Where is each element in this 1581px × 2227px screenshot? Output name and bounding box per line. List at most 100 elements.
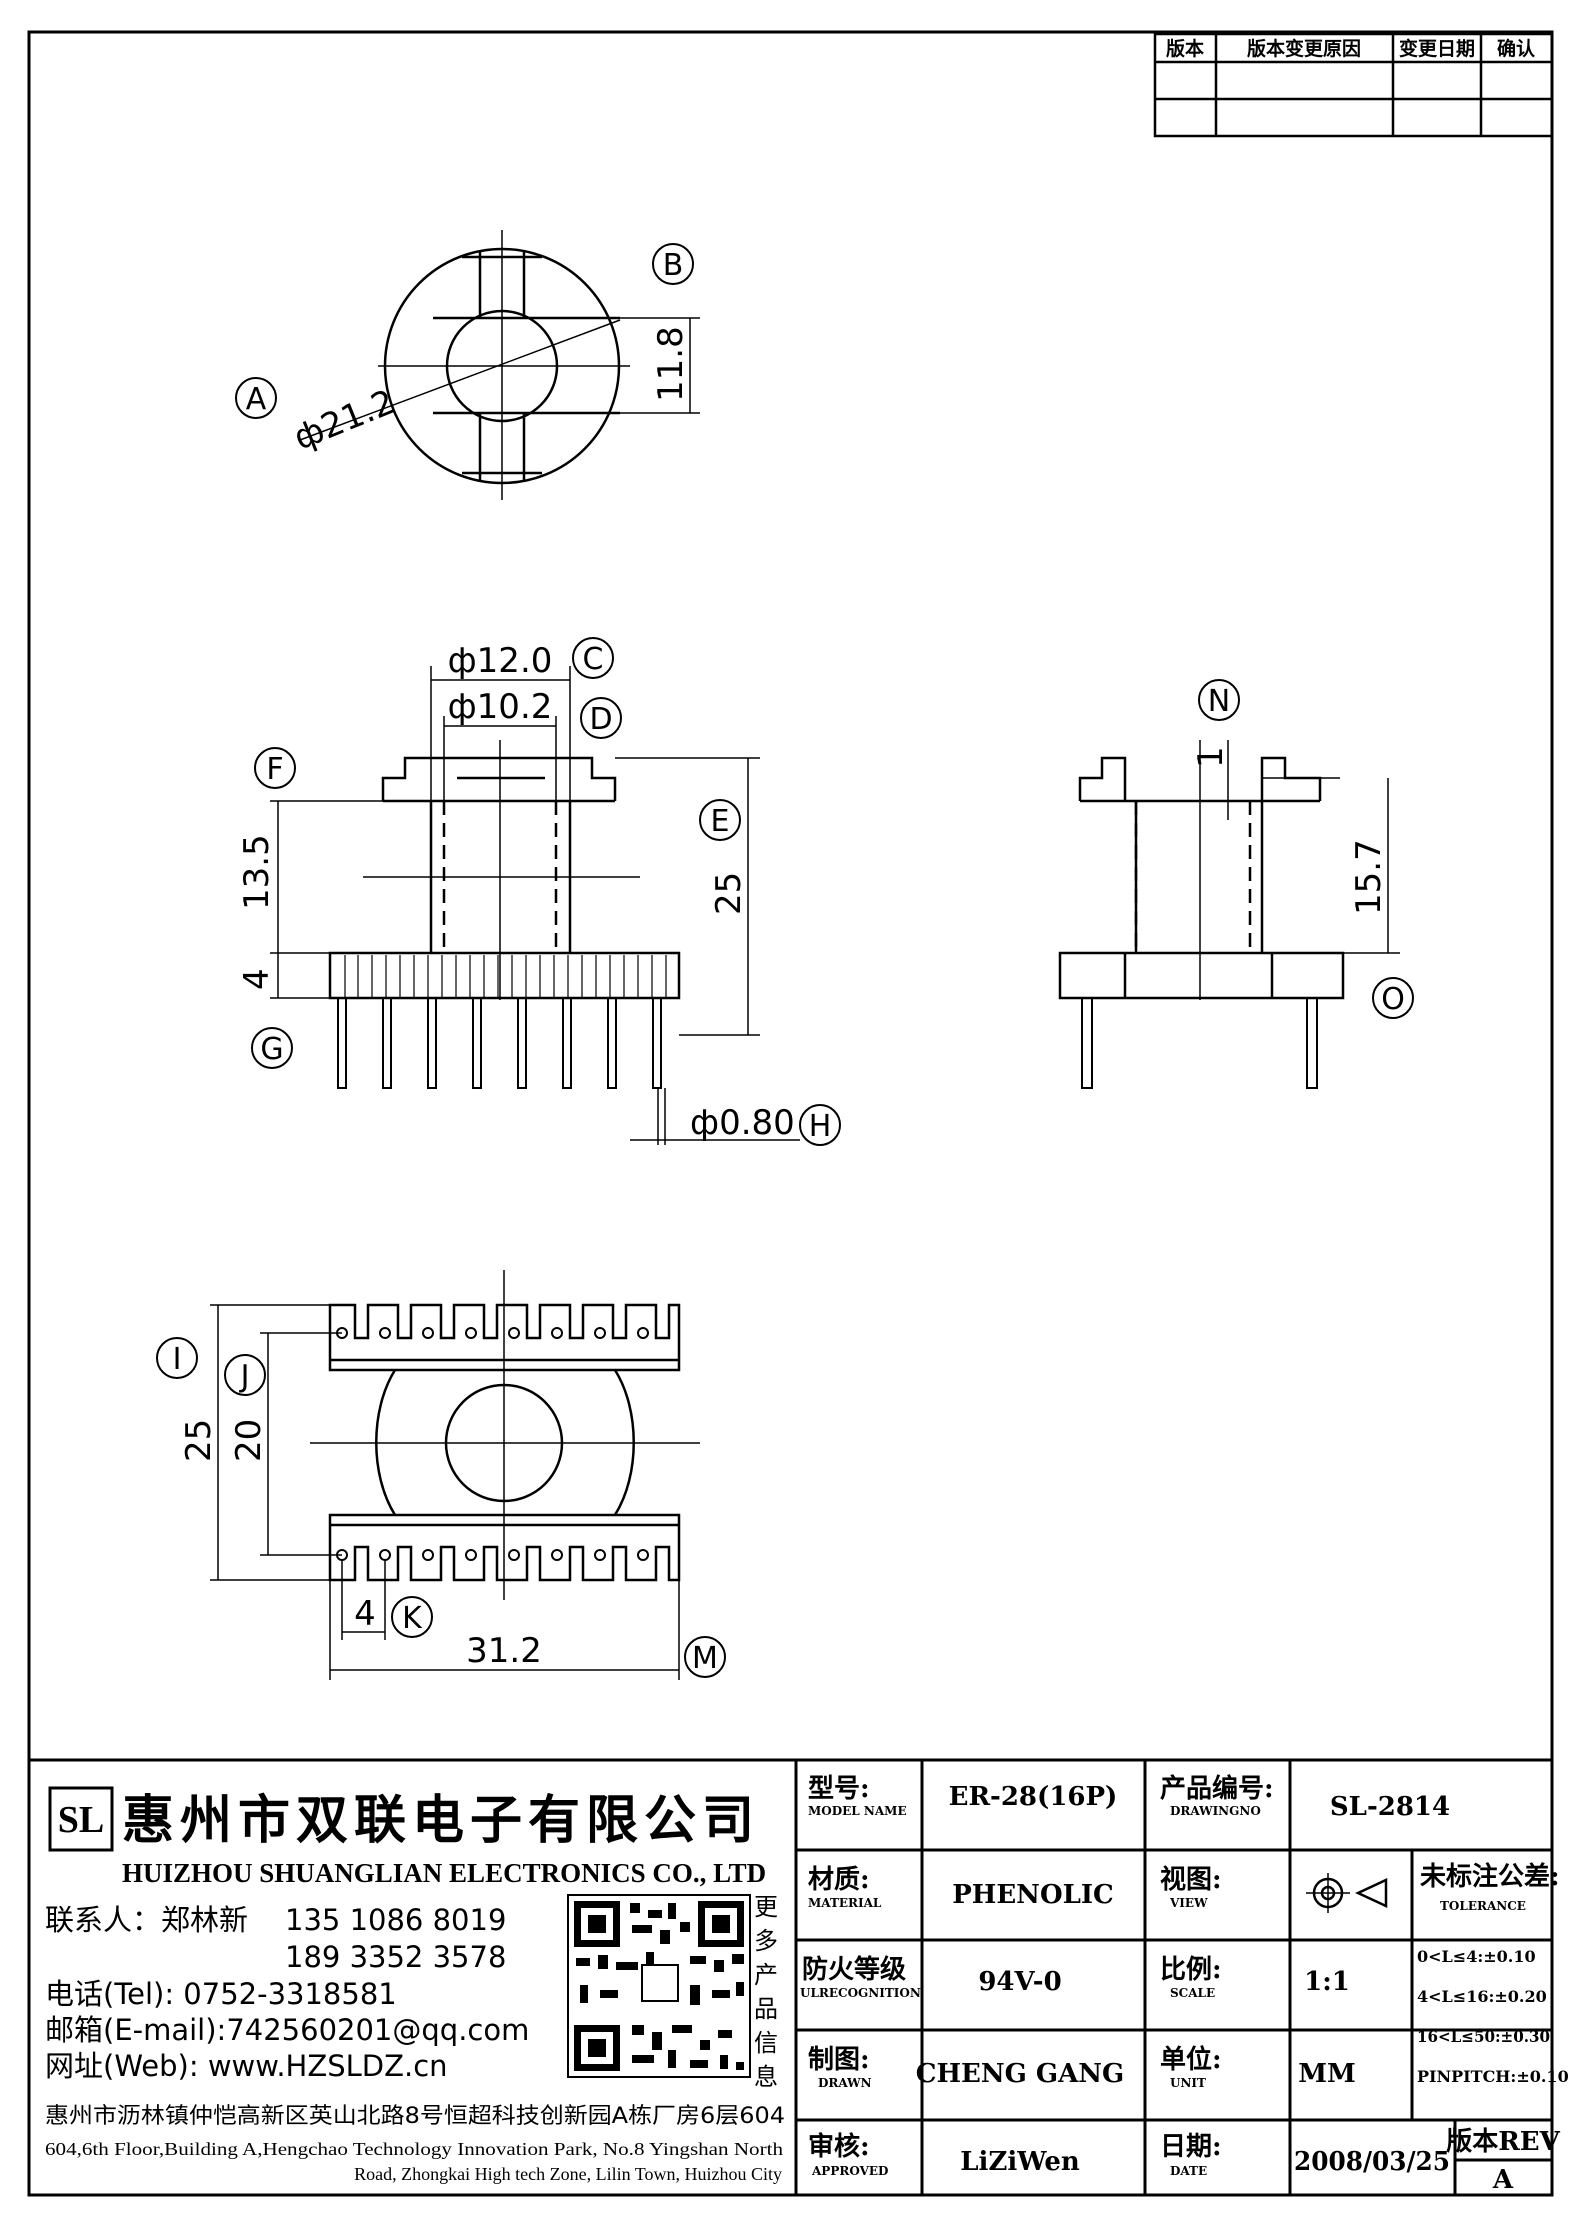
value-approved: LiZiWen	[960, 2147, 1080, 2177]
bubble-g: G	[251, 1027, 293, 1069]
dim-side-flange: 1	[1191, 746, 1231, 768]
label-drawn-en: DRAWN	[818, 2076, 872, 2090]
dim-bottom-pin-pitch: 4	[354, 1594, 376, 1634]
label-view-en: VIEW	[1169, 1896, 1208, 1910]
label-material: 材质:	[808, 1865, 870, 1895]
address-cn: 惠州市沥林镇仲恺高新区英山北路8号恒超科技创新园A栋厂房6层604	[45, 2104, 785, 2129]
sheet-border	[27, 30, 1554, 2197]
value-drawingno: SL-2814	[1330, 1792, 1450, 1822]
dim-side-height: 15.7	[1349, 839, 1389, 915]
tolerance-line-3: 16<L≤50:±0.30	[1417, 2027, 1550, 2046]
svg-text:更: 更	[754, 1893, 778, 1921]
label-drawn: 制图:	[808, 2045, 870, 2075]
company-name-cn: 惠州市双联电子有限公司	[122, 1791, 760, 1851]
value-scale: 1:1	[1304, 1967, 1350, 1997]
bubble-e: E	[699, 799, 741, 841]
bubble-b: B	[652, 243, 694, 285]
svg-text:A: A	[246, 382, 267, 417]
value-material: PHENOLIC	[952, 1880, 1113, 1910]
dim-front-pin-dia: ф0.80	[690, 1103, 795, 1143]
title-block-grid	[794, 1760, 1552, 2195]
label-model: 型号:	[808, 1774, 870, 1804]
value-revision: A	[1492, 2165, 1514, 2195]
svg-text:信: 信	[754, 2029, 778, 2057]
svg-text:多: 多	[754, 1927, 778, 1955]
side-view	[1058, 740, 1400, 1089]
address-en-line-2: Road, Zhongkai High tech Zone, Lilin Tow…	[354, 2164, 782, 2184]
rev-header-version: 版本	[1166, 37, 1204, 60]
svg-text:M: M	[692, 1641, 718, 1676]
rev-header-reason: 版本变更原因	[1247, 37, 1361, 60]
contact-tel: 电话(Tel): 0752-3318581	[45, 1977, 397, 2011]
label-unit-en: UNIT	[1170, 2076, 1206, 2090]
dim-front-outer-dia: ф12.0	[448, 641, 553, 681]
label-tolerance: 未标注公差:	[1420, 1861, 1560, 1892]
svg-text:G: G	[260, 1032, 283, 1067]
svg-text:J: J	[239, 1359, 250, 1394]
label-view: 视图:	[1160, 1865, 1222, 1895]
label-scale: 比例:	[1160, 1955, 1222, 1985]
svg-text:品: 品	[754, 1995, 778, 2023]
bubble-d: D	[580, 697, 622, 739]
label-scale-en: SCALE	[1170, 1986, 1215, 2000]
dim-top-height: 11.8	[651, 326, 691, 402]
dim-bottom-outer-width: 25	[179, 1419, 219, 1462]
label-approved: 审核:	[808, 2131, 870, 2162]
rev-header-confirm: 确认	[1497, 37, 1535, 60]
bubble-f: F	[254, 747, 296, 789]
label-unit: 单位:	[1160, 2044, 1222, 2075]
label-model-en: MODEL NAME	[808, 1804, 907, 1818]
contact-person: 联系人：郑林新	[45, 1903, 248, 1937]
svg-text:O: O	[1381, 982, 1405, 1017]
label-date-en: DATE	[1170, 2164, 1207, 2178]
front-view	[270, 666, 800, 1145]
contact-phone-1: 135 1086 8019	[285, 1903, 506, 1937]
svg-text:H: H	[809, 1109, 832, 1144]
svg-text:N: N	[1208, 684, 1230, 719]
revision-table	[1153, 32, 1554, 138]
label-drawingno: 产品编号:	[1160, 1773, 1274, 1804]
svg-text:C: C	[583, 642, 604, 677]
tolerance-line-4: PINPITCH:±0.10	[1417, 2067, 1569, 2086]
svg-text:E: E	[711, 804, 730, 839]
value-unit: MM	[1298, 2059, 1356, 2089]
label-fire-rating-en: ULRECOGNITION	[800, 1986, 921, 2000]
rev-header-date: 变更日期	[1399, 37, 1475, 60]
bubble-a: A	[235, 377, 277, 419]
label-tolerance-en: TOLERANCE	[1440, 1899, 1526, 1913]
dim-bottom-row-spacing: 20	[229, 1419, 269, 1462]
bubble-k: K	[391, 1596, 433, 1638]
label-drawingno-en: DRAWINGNO	[1170, 1804, 1261, 1818]
label-revision: 版本REV	[1445, 2127, 1560, 2157]
label-approved-en: APPROVED	[811, 2164, 888, 2178]
bottom-view	[210, 1270, 700, 1680]
svg-text:F: F	[266, 752, 283, 787]
top-view	[299, 230, 700, 500]
bubble-n: N	[1198, 679, 1240, 721]
company-name-en: HUIZHOU SHUANGLIAN ELECTRONICS CO., LTD	[122, 1858, 766, 1888]
qr-code	[567, 1894, 751, 2078]
value-fire-rating: 94V-0	[978, 1967, 1061, 1997]
svg-text:息: 息	[754, 2063, 778, 2091]
address-en-line-1: 604,6th Floor,Building A,Hengchao Techno…	[45, 2139, 783, 2159]
tolerance-line-1: 0<L≤4:±0.10	[1417, 1947, 1536, 1966]
qr-side-text: 更 多 产 品 信 息	[754, 1893, 778, 2091]
value-drawn: CHENG GANG	[916, 2059, 1124, 2089]
dim-top-diameter: ф21.2	[288, 382, 400, 458]
dim-bottom-length: 31.2	[466, 1631, 542, 1671]
dim-front-total-height: 25	[709, 872, 749, 915]
bubble-h: H	[799, 1104, 841, 1146]
dim-front-winding-height: 13.5	[237, 834, 277, 910]
value-date: 2008/03/25	[1294, 2147, 1450, 2177]
svg-text:K: K	[402, 1601, 423, 1636]
svg-text:SL: SL	[58, 1799, 104, 1841]
label-fire-rating: 防火等级	[802, 1954, 906, 1985]
tolerance-line-2: 4<L≤16:±0.20	[1417, 1987, 1547, 2006]
bubble-j: J	[224, 1354, 266, 1396]
value-model: ER-28(16P)	[949, 1782, 1118, 1812]
svg-text:产: 产	[754, 1961, 778, 1989]
bubble-i: I	[156, 1337, 198, 1379]
dim-front-base-height: 4	[237, 968, 277, 990]
projection-symbol-icon	[1306, 1873, 1388, 1913]
